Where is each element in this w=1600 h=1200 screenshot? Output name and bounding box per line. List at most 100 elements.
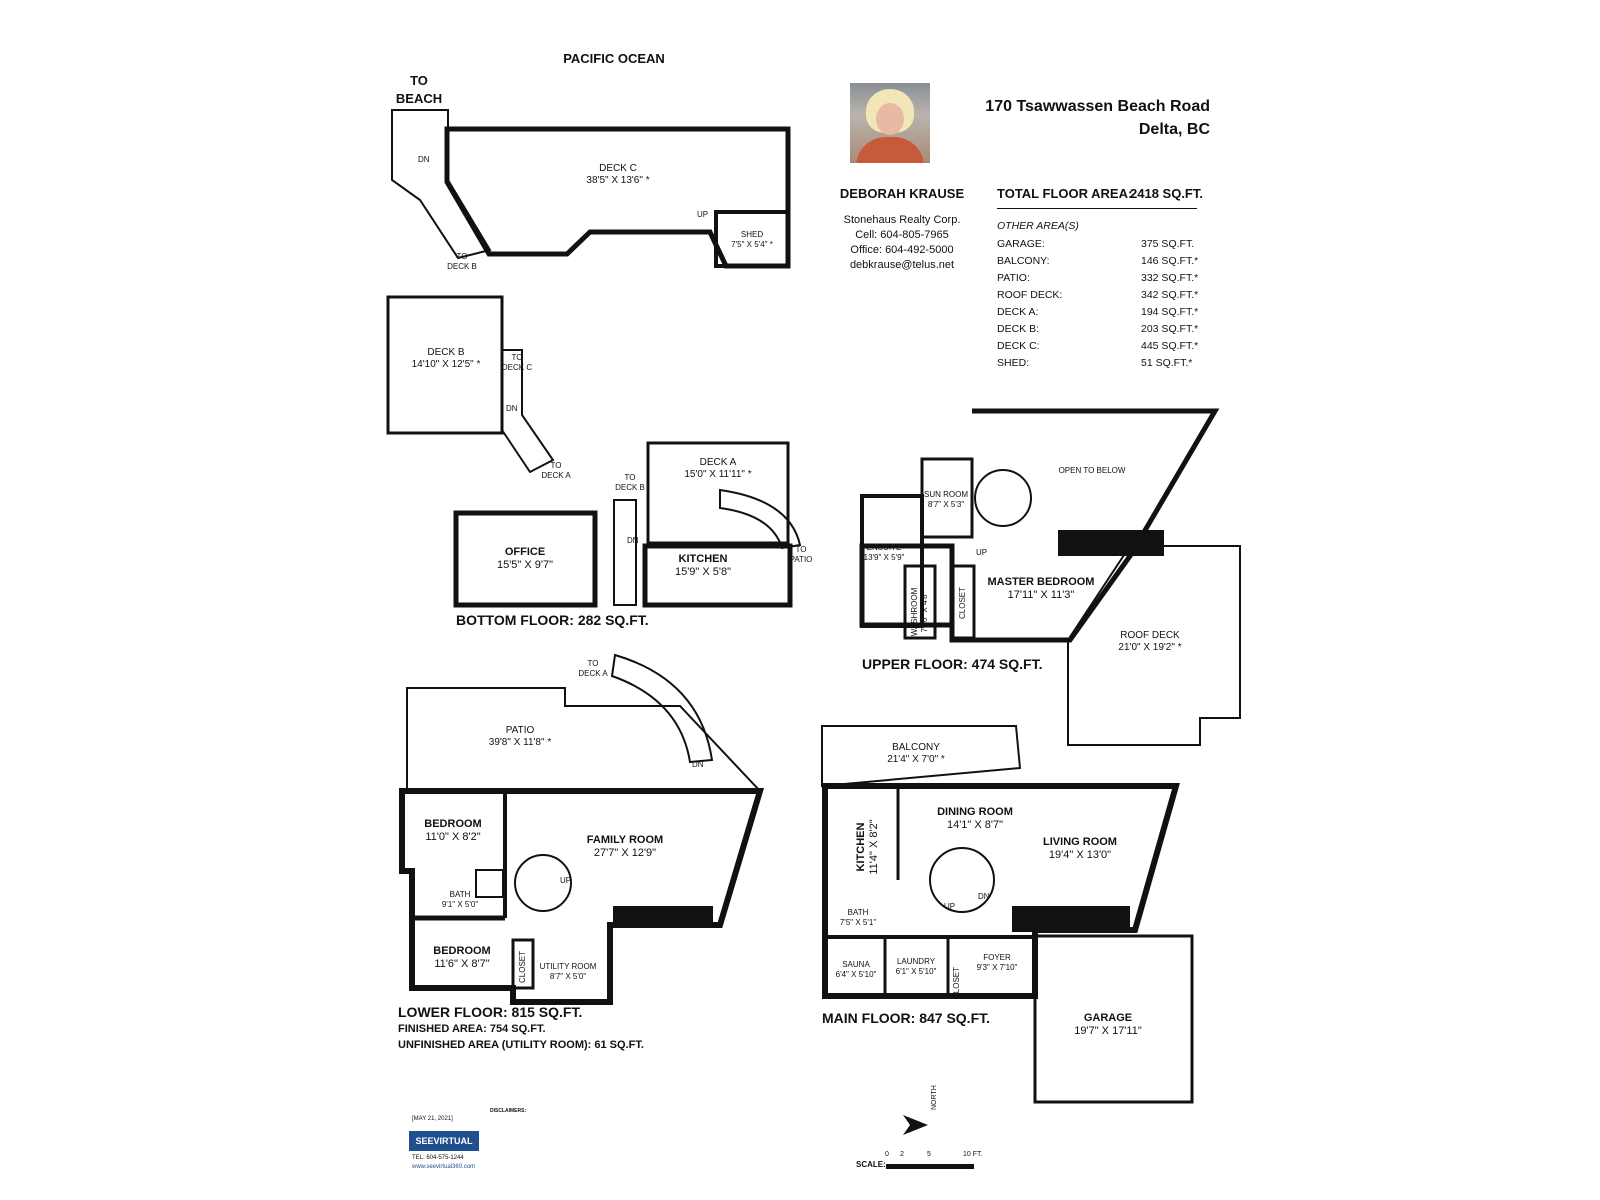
address-line-2: Delta, BC [1138, 121, 1210, 138]
bottom-floor-label: BOTTOM FLOOR: 282 SQ.FT. [456, 612, 649, 628]
stair-label-deck-b: DECK B [615, 483, 645, 492]
area-row-label: DECK C: [997, 340, 1040, 352]
lower-outline [399, 788, 765, 1005]
total-area-value: 2418 SQ.FT. [1130, 186, 1203, 201]
stair-label-up: UP [976, 548, 988, 557]
closet-upper-outline [950, 564, 976, 640]
stair-label-dn: DN [418, 155, 430, 164]
lower-spiral-stair [514, 854, 572, 912]
stair-label-deck-a: DECK A [541, 471, 571, 480]
upper-fireplace [1058, 530, 1164, 556]
lower-fireplace [613, 906, 713, 926]
ocean-label: PACIFIC OCEAN [563, 51, 665, 66]
stair-label-to: TO [550, 461, 562, 470]
stair-label-dn: DN [978, 892, 990, 901]
stair-label-dn: DN [506, 404, 518, 413]
address-line-1: 170 Tsawwassen Beach Road [985, 98, 1210, 115]
agent-company: Stonehaus Realty Corp. [843, 214, 961, 226]
other-areas-label: OTHER AREA(S) [997, 220, 1079, 232]
deck-c-stair [391, 109, 492, 260]
stair-label-deck-c: DECK C [501, 363, 533, 372]
garage-outline [1033, 934, 1194, 1104]
stair-label-dn: DN [692, 760, 704, 769]
area-row-value: 342 SQ.FT.* [1141, 289, 1199, 301]
room-closet-lower: CLOSET [518, 950, 527, 984]
stair-label-up: UP [560, 876, 572, 885]
stair-label-dn: DN [627, 536, 639, 545]
stair-label-to: TO [587, 659, 599, 668]
area-row-label: GARAGE: [997, 238, 1045, 250]
stair-label-to: TO [511, 353, 523, 362]
stair-label-to: TO [795, 545, 807, 554]
shed-outline [714, 210, 790, 268]
area-row-value: 203 SQ.FT.* [1141, 323, 1199, 335]
main-spiral-stair [929, 847, 995, 913]
scale-tick: 5 [927, 1151, 931, 1158]
lower-unfinished-area: UNFINISHED AREA (UTILITY ROOM): 61 SQ.FT… [398, 1039, 644, 1051]
upper-floor-label: UPPER FLOOR: 474 SQ.FT. [862, 656, 1043, 672]
room-closet-upper: CLOSET [958, 586, 967, 620]
disclaimers-title: DISCLAIMERS: [490, 1108, 527, 1114]
area-row-label: BALCONY: [997, 255, 1050, 267]
area-row-label: DECK A: [997, 306, 1039, 318]
deck-a-outline [646, 441, 790, 545]
main-floor-label: MAIN FLOOR: 847 SQ.FT. [822, 1010, 991, 1026]
stair-label-up: UP [697, 210, 709, 219]
area-row-value: 194 SQ.FT.* [1141, 306, 1199, 318]
area-row-value: 445 SQ.FT.* [1141, 340, 1199, 352]
area-row-value: 146 SQ.FT.* [1141, 255, 1199, 267]
ensuite-outline [860, 494, 924, 628]
lower-floor-label: LOWER FLOOR: 815 SQ.FT. [398, 1004, 583, 1020]
washroom-outline [903, 564, 937, 640]
area-divider [997, 208, 1197, 209]
room-closet-main: CLOSET [952, 966, 961, 1000]
deck-a-curved-stair [719, 488, 802, 550]
seevirtual-logo: SEEVIRTUAL [409, 1131, 479, 1151]
agent-cell: Cell: 604-805-7965 [855, 229, 949, 241]
north-label: NORTH [931, 1085, 938, 1110]
office-outline [453, 510, 598, 608]
agent-name: DEBORAH KRAUSE [839, 186, 965, 201]
footer-web[interactable]: www.seevirtual360.com [412, 1164, 476, 1170]
scale-label: SCALE: [856, 1160, 886, 1169]
scale-tick: 0 [885, 1151, 889, 1158]
bottom-stair [613, 499, 637, 606]
agent-email: debkrause@telus.net [849, 259, 955, 271]
balcony-outline [821, 725, 1022, 788]
roof-deck-outline [1067, 545, 1241, 746]
main-fireplace [1012, 906, 1130, 932]
area-row-value: 375 SQ.FT. [1141, 238, 1195, 250]
scale-tick: 10 FT. [963, 1151, 983, 1158]
kitchen-bottom-outline [642, 543, 793, 608]
scale-tick: 2 [900, 1151, 904, 1158]
to-beach-label-1: TO [410, 73, 428, 88]
deck-c-outline [444, 126, 791, 269]
agent-photo [850, 83, 930, 163]
stair-label-patio: PATIO [789, 555, 813, 564]
area-row-label: DECK B: [997, 323, 1040, 335]
area-row-value: 332 SQ.FT.* [1141, 272, 1199, 284]
deck-b-stair [501, 349, 555, 474]
